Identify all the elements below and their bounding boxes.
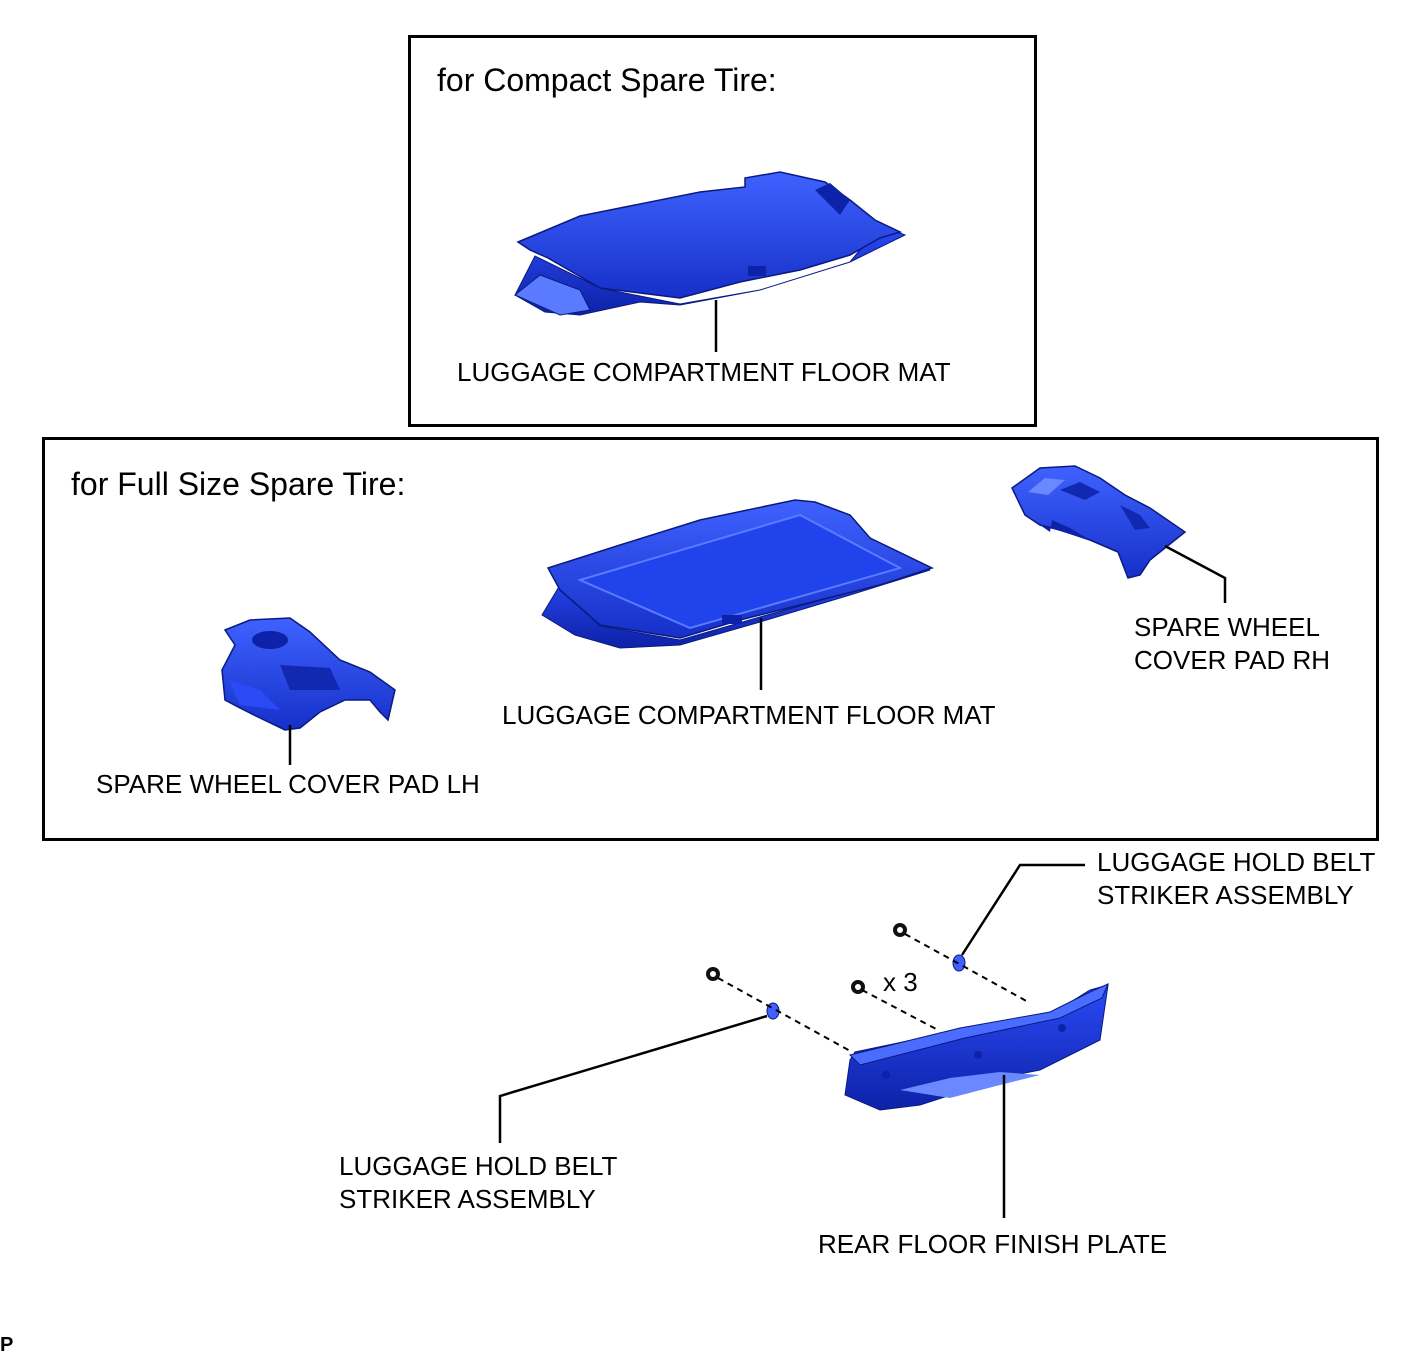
screw-left: [706, 967, 720, 981]
compact-floor-mat: [514, 171, 907, 316]
striker-upper-label: LUGGAGE HOLD BELT STRIKER ASSEMBLY: [1097, 847, 1376, 910]
full-floor-mat: [541, 499, 935, 649]
striker-upper-leader: [960, 863, 1085, 956]
spare-wheel-cover-pad-lh: [221, 617, 396, 731]
pad-rh-leader: [1164, 544, 1227, 603]
striker-lower-label: LUGGAGE HOLD BELT STRIKER ASSEMBLY: [339, 1151, 618, 1214]
full-floor-mat-label: LUGGAGE COMPARTMENT FLOOR MAT: [502, 700, 996, 730]
pad-lh-label: SPARE WHEEL COVER PAD LH: [96, 769, 480, 799]
compact-spare-tire-frame: [408, 35, 1037, 427]
full-size-spare-tire-frame: [42, 437, 1379, 841]
corner-mark: P: [0, 1334, 14, 1356]
striker-lower-leader: [498, 1014, 768, 1143]
screw-middle: [851, 980, 865, 994]
striker-clip-upper: [952, 954, 966, 972]
full-section-title: for Full Size Spare Tire:: [71, 466, 406, 502]
compact-section-title: for Compact Spare Tire:: [437, 62, 777, 98]
finish-plate-label: REAR FLOOR FINISH PLATE: [818, 1229, 1168, 1259]
installation-lines: [717, 933, 1031, 1053]
spare-wheel-cover-pad-rh: [1011, 465, 1187, 579]
fastener-count-label: x 3: [883, 967, 918, 997]
compact-floor-mat-label: LUGGAGE COMPARTMENT FLOOR MAT: [457, 357, 951, 387]
screw-right: [893, 923, 907, 937]
pad-rh-label: SPARE WHEEL COVER PAD RH: [1134, 612, 1330, 675]
